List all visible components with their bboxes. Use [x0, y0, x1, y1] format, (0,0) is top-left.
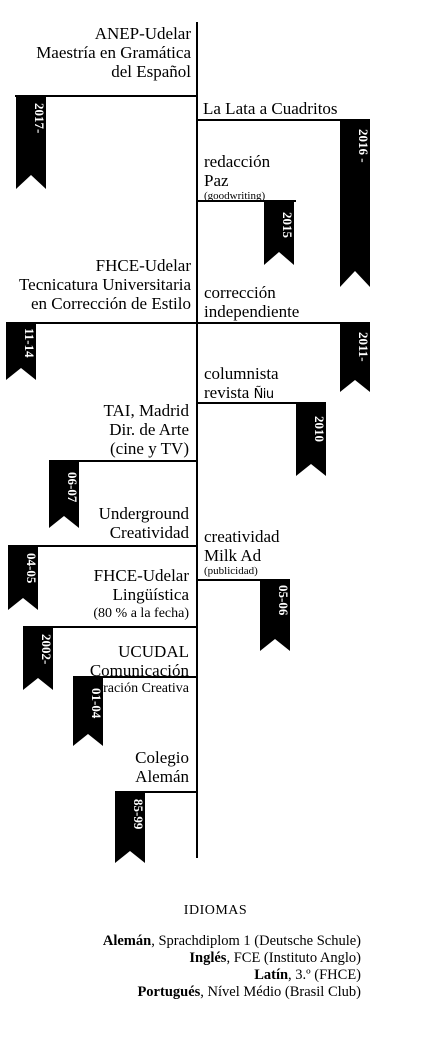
language-name-latin: Latín [254, 967, 289, 983]
entry-anep: ANEP-Udelar Maestría en Gramática del Es… [36, 24, 191, 81]
entry-fhce-ling-line2: Lingüística [112, 585, 189, 604]
flag-06-07-label: 06-07 [65, 472, 80, 503]
language-name-aleman: Alemán [102, 933, 152, 949]
language-item-ingles: Inglés, FCE (Instituto Anglo) [189, 950, 361, 967]
connector-paz [196, 200, 296, 202]
flag-04-05-label: 04-05 [24, 553, 39, 584]
entry-ucudal-note: Narración Creativa [82, 681, 189, 696]
entry-anep-line3: del Español [111, 62, 191, 81]
entry-paz-note: (goodwriting) [204, 190, 266, 202]
flag-85-99: 85-99 [115, 791, 146, 863]
flag-04-05: 04-05 [8, 545, 39, 610]
entry-underground-line2: Creatividad [109, 523, 189, 542]
entry-fhce-tec-line2: Tecnicatura Universitaria [18, 275, 191, 294]
entry-milk-line1: creatividad [204, 527, 280, 546]
entry-colegio: Colegio Alemán [135, 748, 189, 786]
entry-fhce-tec: FHCE-Udelar Tecnicatura Universitaria en… [19, 256, 191, 313]
language-name-portugues: Portugués [137, 984, 201, 1000]
flag-2015: 2015 [264, 200, 295, 265]
language-detail-portugues: , Nível Médio (Brasil Club) [200, 984, 361, 1000]
entry-tai-line3: (cine y TV) [110, 439, 189, 458]
flag-2016-label: 2016 - [356, 129, 371, 163]
entry-columnista-line1: columnista [204, 364, 279, 383]
connector-columnista [196, 402, 324, 404]
languages-title: IDIOMAS [183, 903, 248, 918]
entry-correccion: corrección independiente [204, 283, 299, 321]
entry-correccion-line2: independiente [204, 302, 300, 321]
entry-ucudal-line1: UCUDAL [118, 642, 189, 661]
connector-colegio [115, 791, 198, 793]
entry-anep-line1: ANEP-Udelar [94, 24, 191, 43]
flag-2010: 2010 [296, 402, 327, 476]
entry-tai: TAI, Madrid Dir. de Arte (cine y TV) [103, 401, 189, 458]
flag-2002-label: 2002- [39, 634, 54, 664]
entry-paz: redacción Paz (goodwriting) [204, 152, 270, 203]
flag-2016: 2016 - [340, 119, 371, 287]
entry-fhce-ling-line1: FHCE-Udelar [93, 566, 189, 585]
connector-fhce-tec [6, 322, 368, 324]
connector-milk [196, 579, 289, 581]
language-detail-latin: , 3.º (FHCE) [288, 967, 361, 983]
entry-colegio-line2: Alemán [135, 767, 189, 786]
entry-ucudal: UCUDAL Comunicación Narración Creativa [82, 642, 189, 698]
language-item-aleman: Alemán, Sprachdiplom 1 (Deutsche Schule) [103, 933, 361, 950]
flag-2017: 2017- [16, 95, 47, 189]
language-detail-ingles: , FCE (Instituto Anglo) [226, 950, 361, 966]
flag-85-99-label: 85-99 [131, 799, 146, 830]
entry-fhce-ling-note: (80 % a la fecha) [93, 606, 189, 621]
entry-paz-line1: redacción [204, 152, 271, 171]
connector-tai [50, 460, 198, 462]
language-name-ingles: Inglés [189, 950, 227, 966]
language-item-latin: Latín, 3.º (FHCE) [254, 967, 361, 984]
entry-columnista: columnista revista Ñiu [204, 364, 279, 404]
flag-2017-label: 2017- [32, 103, 47, 133]
entry-lata: La Lata a Cuadritos [203, 99, 338, 118]
flag-01-04-label: 01-04 [89, 688, 104, 719]
flag-2010-label: 2010 [312, 416, 327, 442]
entry-paz-line2: Paz [204, 171, 229, 190]
connector-ucudal [73, 676, 198, 678]
entry-columnista-line2: revista Ñiu [204, 383, 279, 404]
connector-lata [196, 119, 369, 121]
flag-2011-label: 2011- [356, 332, 371, 362]
entry-milk-note: (publicidad) [204, 565, 258, 577]
entry-fhce-tec-line1: FHCE-Udelar [95, 256, 191, 275]
entry-milk: creatividad Milk Ad (publicidad) [204, 527, 280, 578]
entry-tai-line2: Dir. de Arte [109, 420, 189, 439]
entry-anep-line2: Maestría en Gramática [36, 43, 191, 62]
connector-fhce-ling [24, 626, 198, 628]
timeline-spine [196, 22, 198, 858]
connector-underground [8, 545, 198, 547]
flag-01-04: 01-04 [73, 676, 104, 746]
connector-anep [15, 95, 198, 97]
niu-logo: Ñiu [253, 387, 275, 402]
flag-05-06-label: 05-06 [276, 585, 291, 616]
entry-fhce-ling: FHCE-Udelar Lingüística (80 % a la fecha… [93, 566, 189, 624]
language-detail-aleman: , Sprachdiplom 1 (Deutsche Schule) [151, 933, 361, 949]
entry-milk-line2: Milk Ad [204, 546, 262, 565]
entry-correccion-line1: corrección [204, 283, 276, 302]
entry-tai-line1: TAI, Madrid [103, 401, 189, 420]
entry-underground-line1: Underground [98, 504, 189, 523]
entry-lata-line1: La Lata a Cuadritos [203, 99, 338, 118]
flag-2002: 2002- [23, 626, 54, 690]
flag-2011: 2011- [340, 322, 371, 392]
entry-colegio-line1: Colegio [135, 748, 189, 767]
flag-11-14: 11-14 [6, 322, 37, 380]
entry-underground: Underground Creatividad [99, 504, 189, 542]
entry-columnista-revista: revista [204, 383, 250, 402]
flag-2015-label: 2015 [280, 212, 295, 239]
flag-11-14-label: 11-14 [22, 328, 37, 358]
flag-06-07: 06-07 [49, 460, 80, 528]
entry-ucudal-line2: Comunicación [89, 661, 189, 680]
entry-fhce-tec-line3: en Corrección de Estilo [30, 294, 191, 313]
flag-05-06: 05-06 [260, 579, 291, 651]
language-item-portugues: Portugués, Nível Médio (Brasil Club) [137, 984, 361, 1001]
